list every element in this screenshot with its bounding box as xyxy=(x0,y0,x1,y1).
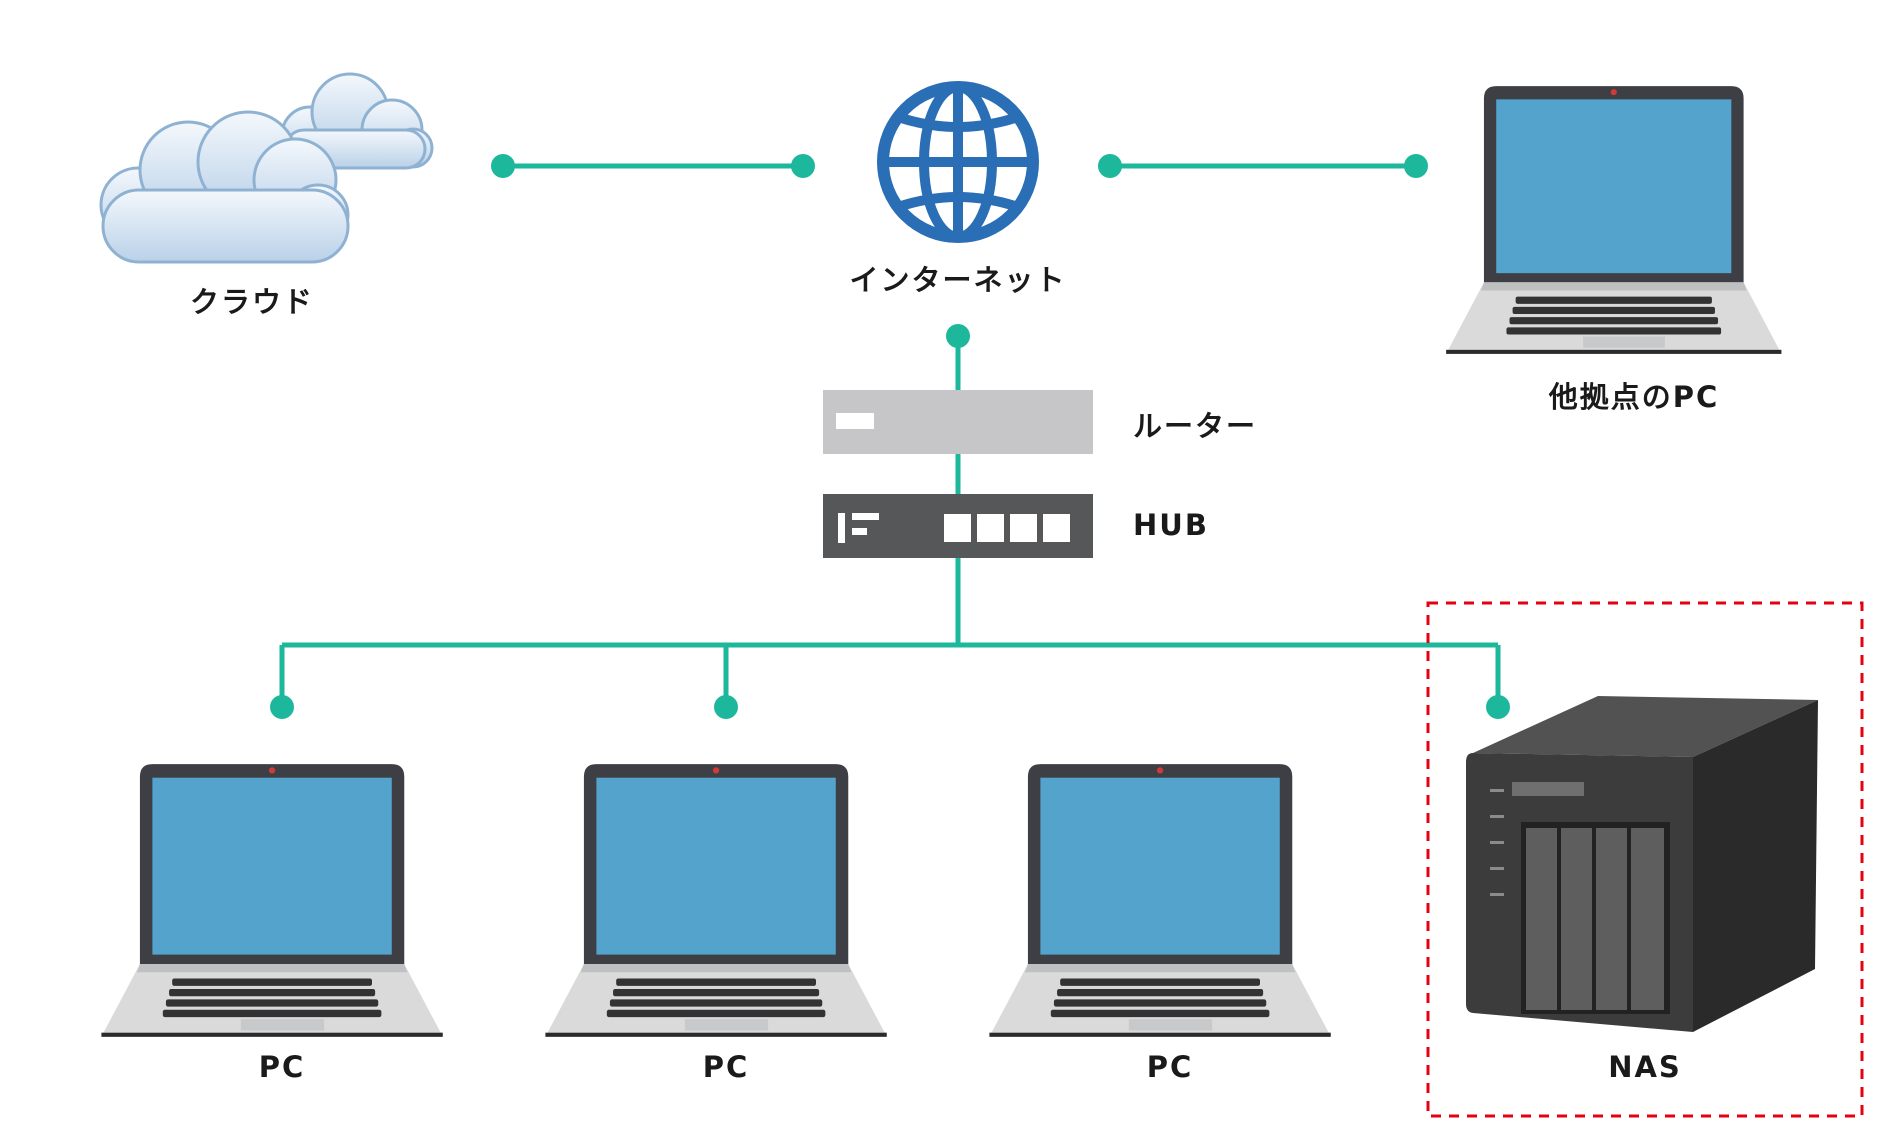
pc3-label: PC xyxy=(1146,1050,1194,1084)
remote-laptop-icon xyxy=(1446,86,1782,354)
router-label: ルーター xyxy=(1133,409,1258,443)
cloud-label: クラウド xyxy=(189,285,315,319)
remote-pc-label: 他拠点のPC xyxy=(1548,380,1720,414)
pc1-label: PC xyxy=(258,1050,306,1084)
nas-highlight-box xyxy=(1426,601,1864,1118)
connection-lines xyxy=(279,163,1501,707)
hub-label: HUB xyxy=(1133,508,1209,542)
cloud-icon xyxy=(99,72,434,264)
internet-label: インターネット xyxy=(849,263,1067,297)
laptop-icon-pc2 xyxy=(545,764,887,1037)
nas-label: NAS xyxy=(1608,1050,1682,1084)
laptop-icon-pc3 xyxy=(989,764,1331,1037)
globe-icon xyxy=(877,81,1039,243)
laptop-icon-pc1 xyxy=(101,764,443,1037)
connection-endpoints xyxy=(270,154,1510,719)
hub-icon xyxy=(823,494,1093,558)
nas-icon xyxy=(1466,696,1818,1032)
pc2-label: PC xyxy=(702,1050,750,1084)
router-icon xyxy=(823,390,1093,454)
